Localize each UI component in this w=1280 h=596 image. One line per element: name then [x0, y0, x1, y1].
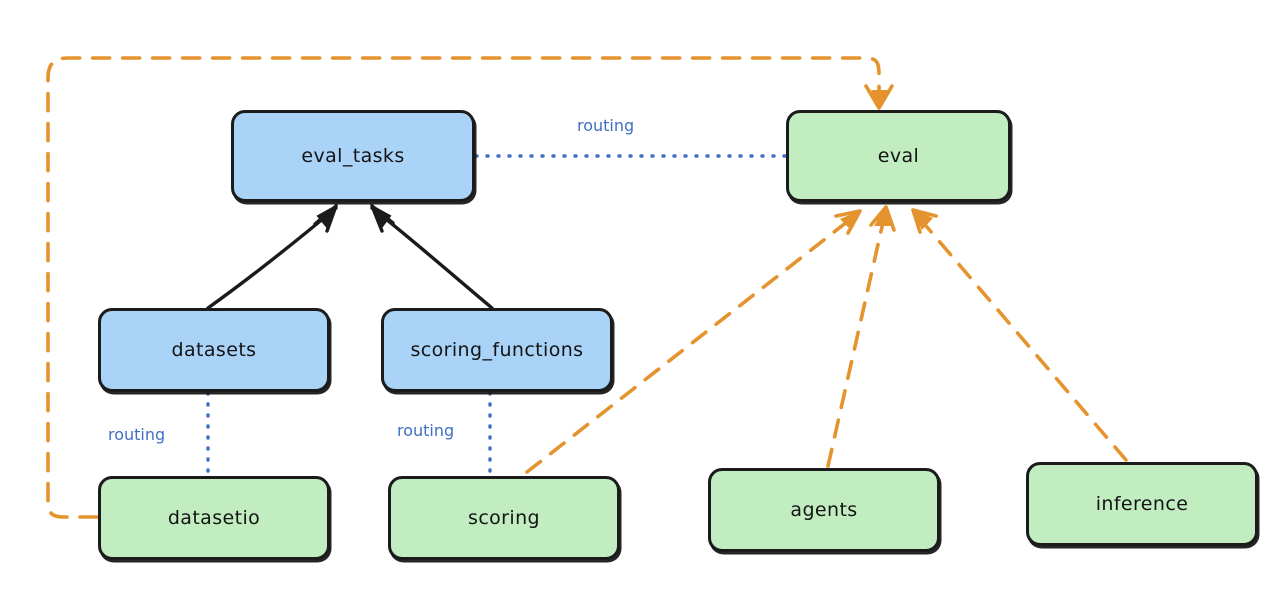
- node-label-scoring: scoring: [468, 507, 540, 529]
- node-label-inference: inference: [1095, 493, 1189, 515]
- node-inference[interactable]: inference: [1026, 462, 1258, 546]
- node-label-eval_tasks: eval_tasks: [301, 145, 405, 167]
- node-label-eval: eval: [877, 145, 920, 167]
- node-scoring[interactable]: scoring: [388, 476, 620, 560]
- edge-scoring-to-eval: [525, 209, 862, 474]
- node-datasetio[interactable]: datasetio: [98, 476, 330, 560]
- node-scoring_functions[interactable]: scoring_functions: [381, 308, 613, 392]
- edge-datasetio-to-eval: [46, 56, 894, 519]
- node-agents[interactable]: agents: [708, 468, 940, 552]
- edge-agents-to-eval: [826, 205, 896, 468]
- node-label-datasets: datasets: [171, 339, 257, 361]
- node-label-scoring_functions: scoring_functions: [410, 339, 584, 361]
- edge-label-routing-eval_tasks-eval: routing: [577, 116, 635, 135]
- node-label-datasetio: datasetio: [167, 507, 261, 529]
- node-label-agents: agents: [790, 499, 858, 521]
- edge-label-routing-scoring_functions-scoring: routing: [397, 421, 455, 440]
- edge-inference-to-eval: [911, 208, 1128, 462]
- edge-scoring_functions-to-eval_tasks: [369, 203, 494, 310]
- node-datasets[interactable]: datasets: [98, 308, 330, 392]
- node-eval[interactable]: eval: [786, 110, 1011, 202]
- edge-datasets-to-eval_tasks: [206, 203, 339, 310]
- edge-label-routing-datasets-datasetio: routing: [108, 425, 166, 444]
- node-eval_tasks[interactable]: eval_tasks: [231, 110, 475, 202]
